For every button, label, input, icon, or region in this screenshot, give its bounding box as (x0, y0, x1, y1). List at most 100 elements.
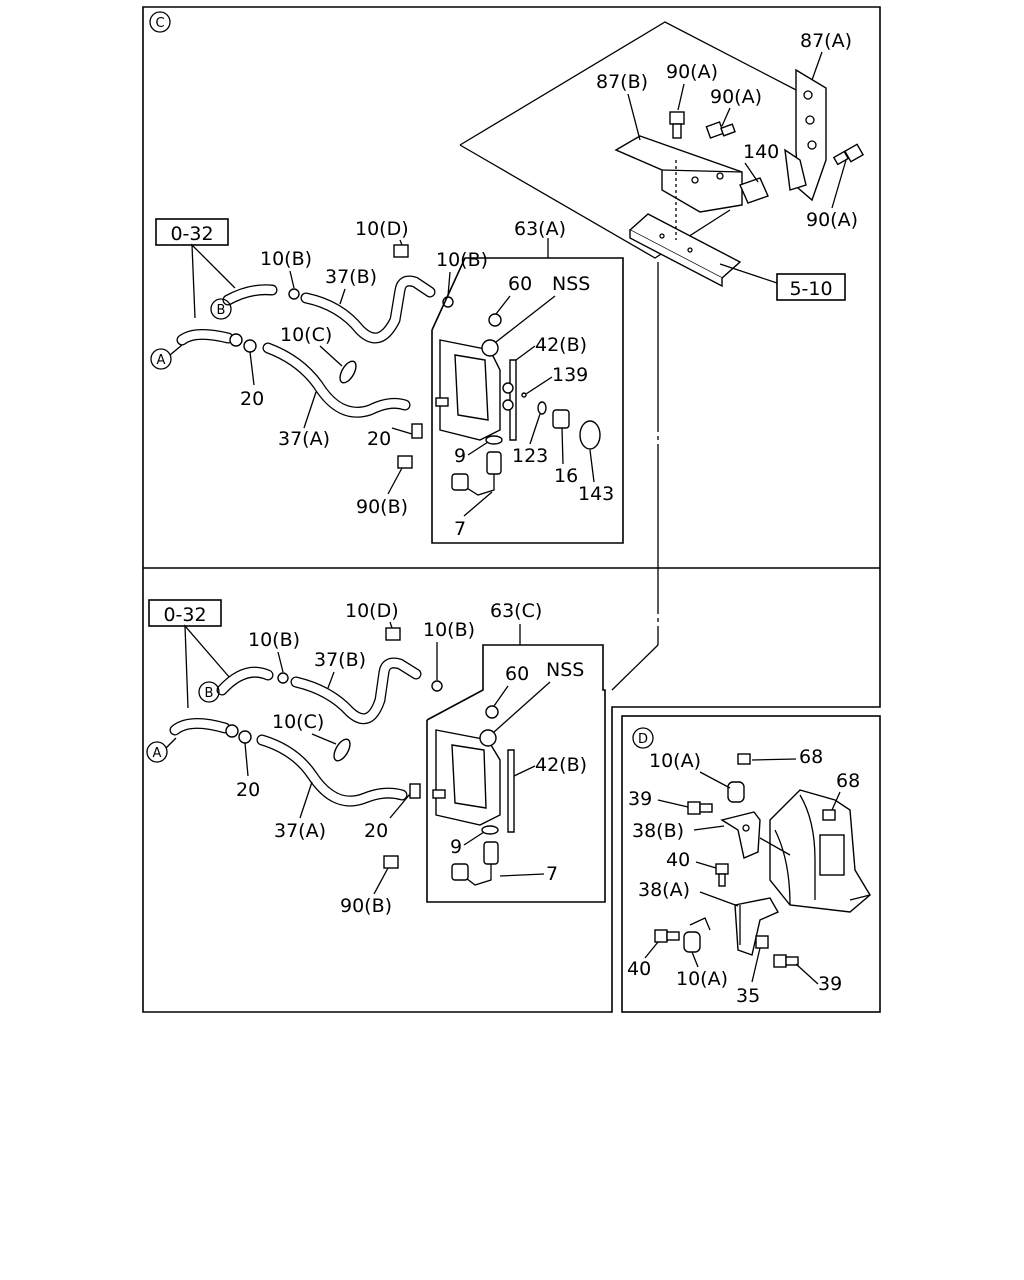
label-87a: 87(A) (800, 30, 852, 52)
svg-text:A: A (153, 746, 162, 761)
label-68-2: 68 (836, 770, 860, 792)
clamp-10c-bottom (333, 738, 351, 762)
bracket-87a (784, 68, 827, 202)
top-assembly: 5-10 (150, 21, 865, 691)
label-7: 7 (454, 518, 466, 540)
label-39-2: 39 (818, 973, 842, 995)
label-60: 60 (508, 273, 532, 295)
ref-5-10: 5-10 (789, 278, 832, 300)
panel-d-marker: D (632, 727, 654, 749)
label-10b-1: 10(B) (260, 248, 312, 270)
label-38b: 38(B) (632, 820, 684, 842)
label-90a-3: 90(A) (806, 209, 858, 231)
svg-text:D: D (638, 732, 648, 747)
label-37b-bottom: 37(B) (314, 649, 366, 671)
label-68-1: 68 (799, 746, 823, 768)
bolt-90a-2 (705, 121, 736, 139)
clamp-10b-2-bottom (431, 680, 443, 692)
label-39-1: 39 (628, 788, 652, 810)
bracket-38a (734, 897, 779, 956)
bolt-90b-bottom (383, 855, 399, 869)
label-9-bottom: 9 (450, 836, 462, 858)
label-60-bottom: 60 (505, 663, 529, 685)
label-37a: 37(A) (278, 428, 330, 450)
mounting-rail (628, 213, 778, 288)
svg-text:A: A (157, 353, 166, 368)
clamp-20a (229, 333, 243, 347)
bushing-10a-1 (727, 781, 745, 803)
hose-37b (222, 275, 436, 344)
frame-rail (769, 789, 871, 913)
label-10c-bottom: 10(C) (272, 711, 324, 733)
nut-68-1 (737, 753, 751, 765)
hose-37b-bottom (216, 657, 422, 725)
label-20-2-bottom: 20 (364, 820, 388, 842)
tank-63c (432, 705, 515, 833)
label-37b: 37(B) (325, 266, 377, 288)
label-90a-1: 90(A) (666, 61, 718, 83)
label-40-1: 40 (666, 849, 690, 871)
sensor-7 (451, 451, 502, 496)
connector-10d (393, 244, 409, 258)
label-7-bottom: 7 (546, 863, 558, 885)
ref-0-32-bottom: 0-32 (163, 604, 206, 626)
label-40-2: 40 (627, 958, 651, 980)
svg-text:B: B (205, 686, 214, 701)
cap-143 (579, 420, 601, 450)
label-10b-1-bottom: 10(B) (248, 629, 300, 651)
label-42b: 42(B) (535, 334, 587, 356)
label-143: 143 (578, 483, 614, 505)
label-139: 139 (552, 364, 588, 386)
label-16: 16 (554, 465, 578, 487)
frame (142, 6, 881, 1013)
clamp-10c (339, 360, 357, 384)
clamp-20c (411, 423, 423, 439)
clamp-10b-1 (288, 288, 300, 300)
ref-b-top: B (210, 298, 232, 320)
seal-123 (537, 401, 547, 415)
clamp-20a-bottom (225, 724, 239, 738)
clamp-20b-bottom (238, 730, 252, 744)
bushing-10a-2 (683, 917, 711, 953)
label-37a-bottom: 37(A) (274, 820, 326, 842)
ref-a-top: A (150, 344, 183, 370)
label-123: 123 (512, 445, 548, 467)
label-10c: 10(C) (280, 324, 332, 346)
label-20-1: 20 (240, 388, 264, 410)
clamp-10b-1-bottom (277, 672, 289, 684)
nut-68-2 (822, 809, 836, 821)
detail-d: 10(A) 68 68 39 38(B) 40 38(A) 40 10(A) 3… (627, 746, 871, 1007)
svg-text:C: C (155, 16, 164, 31)
bolt-40-2 (654, 929, 680, 943)
label-20-2: 20 (367, 428, 391, 450)
label-140: 140 (743, 141, 779, 163)
cap-16 (552, 409, 570, 429)
label-35: 35 (736, 985, 760, 1007)
label-10a-1: 10(A) (649, 750, 701, 772)
bracket-38b (720, 811, 791, 859)
ref-a-bottom: A (146, 737, 177, 763)
nut-35 (755, 935, 769, 949)
ref-b-bottom: B (198, 681, 220, 703)
washer-9 (485, 435, 503, 445)
label-20-1-bottom: 20 (236, 779, 260, 801)
bottom-assembly: 0-32 B A (146, 599, 606, 917)
label-nss-bottom: NSS (546, 659, 584, 681)
washer-9-bottom (481, 825, 499, 835)
label-63c: 63(C) (490, 600, 542, 622)
tank-63a (435, 313, 517, 441)
hose-37a-bottom (169, 718, 408, 807)
bolt-40-1 (715, 863, 729, 887)
hose-37a (176, 329, 411, 418)
label-90b-bottom: 90(B) (340, 895, 392, 917)
label-87b: 87(B) (596, 71, 648, 93)
label-nss: NSS (552, 273, 590, 295)
label-10b-2-bottom: 10(B) (423, 619, 475, 641)
bolt-39-1 (687, 801, 713, 815)
label-90b: 90(B) (356, 496, 408, 518)
label-63a: 63(A) (514, 218, 566, 240)
bolt-39-2 (773, 954, 799, 968)
clip-140 (739, 177, 769, 204)
seal-139 (521, 392, 527, 398)
